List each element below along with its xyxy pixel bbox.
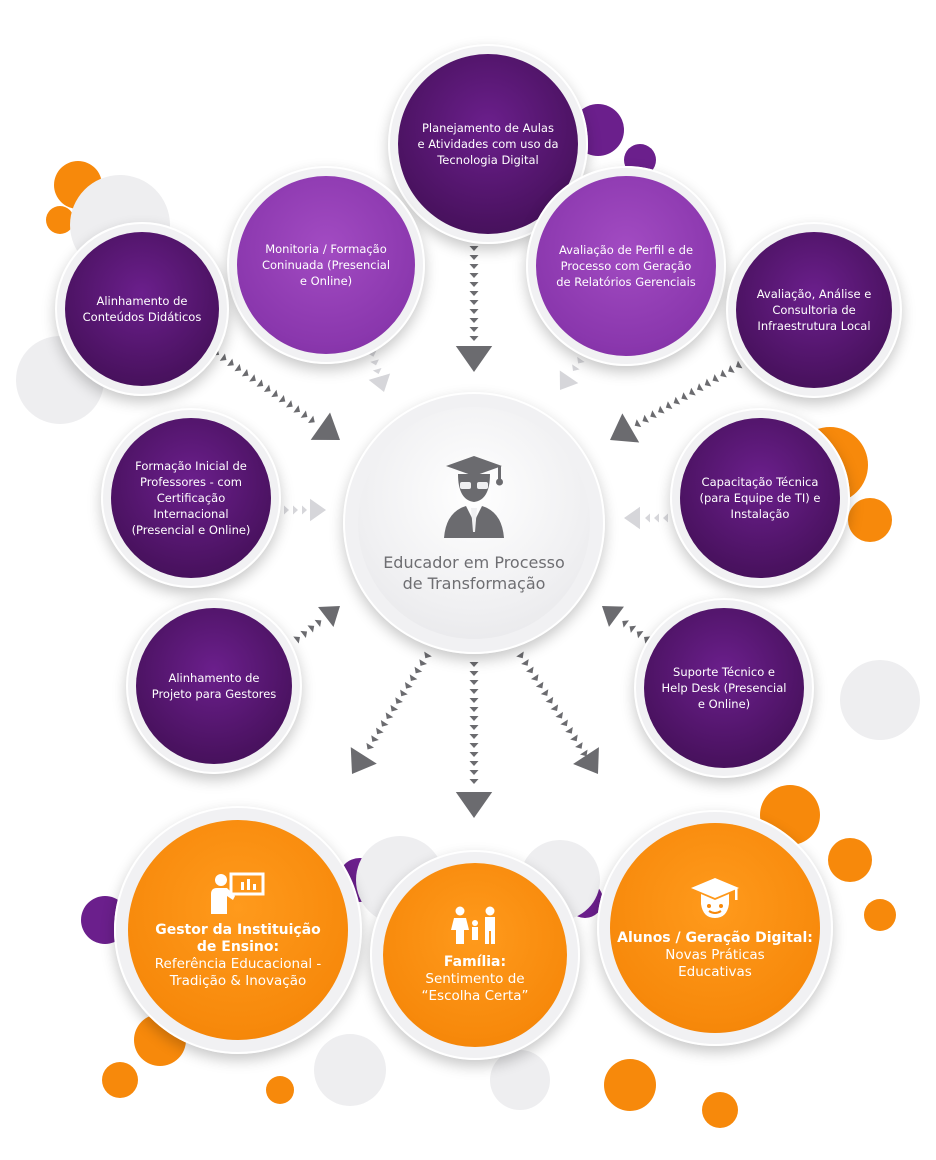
outcome-subtitle: Referência Educacional -Tradição & Inova… (154, 956, 322, 989)
family-icon (451, 906, 495, 944)
center-title-line-1: Educador em Processo (383, 553, 565, 572)
arrow-capacitacao (624, 506, 668, 530)
outcome-familia: Família: Sentimento de“Escolha Certa” (383, 863, 567, 1047)
arrow-planejamento (455, 228, 493, 372)
arrow-alinhamento-projeto (293, 606, 340, 644)
outcome-title: Família: (443, 953, 507, 970)
service-label: Capacitação Técnica(para Equipe de TI) e… (699, 475, 821, 521)
arrow-to-familia (455, 662, 493, 818)
center-node: Educador em Processo de Transformação (358, 407, 590, 639)
outcome-subtitle: Sentimento de“Escolha Certa” (421, 970, 529, 1004)
arrow-to-gestor (350, 651, 432, 774)
center-title-line-2: de Transformação (402, 574, 546, 593)
arrow-formacao-inicial (284, 498, 326, 522)
service-capacitacao: Capacitação Técnica(para Equipe de TI) e… (680, 418, 840, 578)
graduate-teacher-icon (444, 456, 504, 538)
arrow-suporte (602, 606, 651, 644)
presenter-icon (211, 872, 265, 914)
arrow-to-alunos (516, 651, 599, 774)
outcome-title: Alunos / Geração Digital: (617, 929, 813, 946)
outcome-alunos: Alunos / Geração Digital: Novas Práticas… (610, 823, 820, 1033)
arrow-monitoria (367, 350, 391, 392)
graduation-cap-icon (691, 877, 739, 918)
